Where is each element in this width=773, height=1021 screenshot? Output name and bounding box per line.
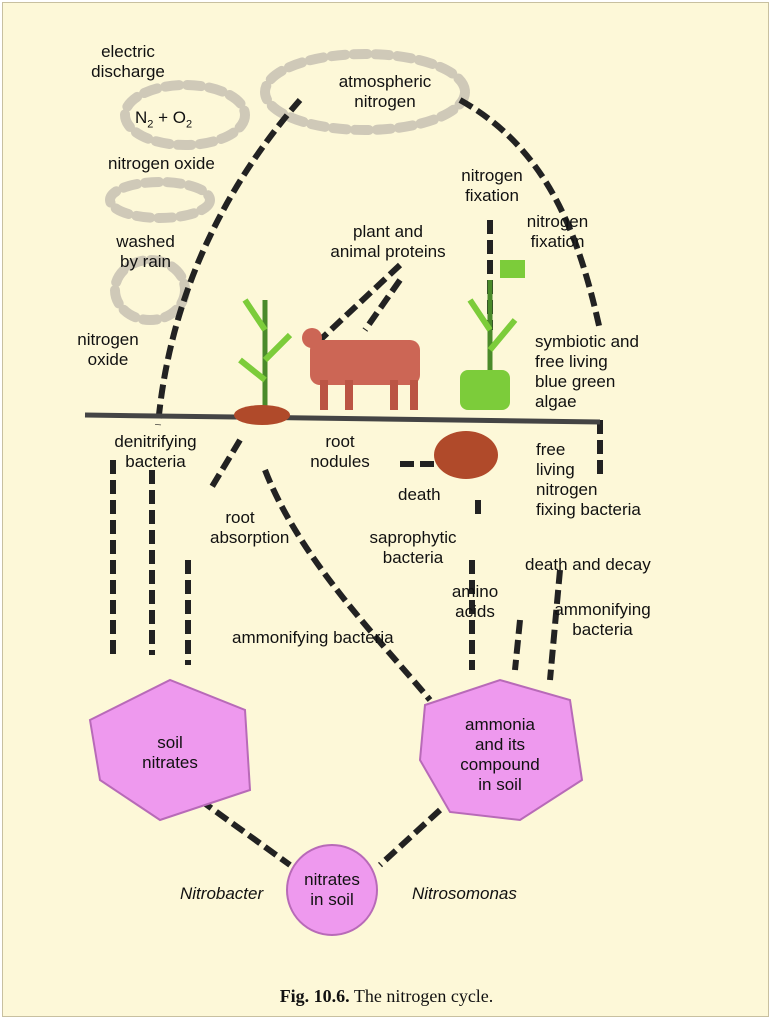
ground-line: [84, 412, 601, 425]
figure-caption: Fig. 10.6. The nitrogen cycle.: [0, 986, 773, 1007]
link-atmos-to-fixation: [458, 97, 603, 331]
link-plant-to-ammonia: [262, 468, 433, 702]
label-death: death: [398, 485, 441, 504]
nitrates-in-soil-node: [286, 844, 378, 936]
link-proteins-to-animal: [362, 278, 403, 332]
label-ammonifying-bacteria-center: ammonifying bacteria: [232, 628, 394, 647]
link-soilnitrate-to-nitrates: [198, 797, 292, 868]
dead-organism: [434, 431, 498, 479]
label-death-and-decay: death and decay: [525, 555, 651, 574]
caption-text: The nitrogen cycle.: [349, 986, 494, 1006]
link-proteins-to-plant: [317, 262, 403, 343]
cloud-atmospheric: [260, 49, 470, 135]
plant-right: [460, 260, 525, 410]
link-death-decay-2: [512, 619, 523, 671]
label-nitrogen-oxide-top: nitrogen oxide: [108, 154, 215, 173]
link-root-nodule: [207, 438, 243, 492]
label-nitrosomonas: Nitrosomonas: [412, 884, 517, 903]
link-ammonia-to-nitrates: [377, 807, 443, 868]
cloud-electric: [120, 80, 250, 150]
label-nitrobacter: Nitrobacter: [180, 884, 264, 903]
soil-nitrates-node: [88, 678, 252, 822]
ammonia-node: [418, 678, 584, 822]
animal-goat: [302, 328, 420, 410]
cloud-nitrogen-oxide: [105, 177, 215, 223]
link-atmos-to-denitrify: [155, 98, 303, 426]
caption-number: Fig. 10.6.: [279, 986, 350, 1006]
label-n2-o2: N2 + O2: [135, 108, 193, 131]
link-death-decay-1: [547, 569, 563, 681]
plant-left: [234, 298, 293, 425]
